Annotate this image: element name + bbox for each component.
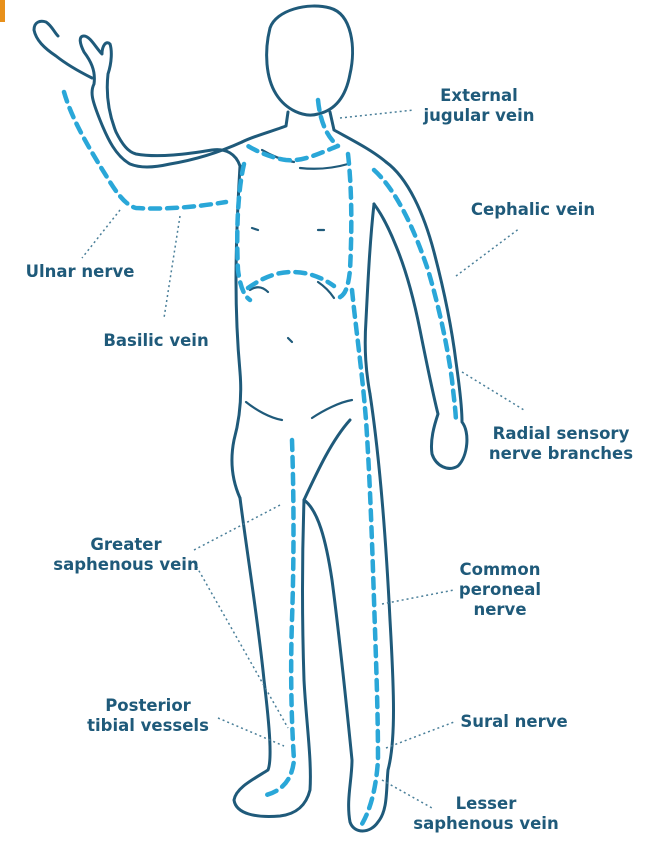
leader-ulnar <box>82 210 120 258</box>
left-leg-route <box>262 440 294 796</box>
groin-left <box>246 402 282 420</box>
label-external-jugular-vein: External jugular vein <box>412 86 546 126</box>
label-sural-nerve: Sural nerve <box>452 712 576 732</box>
leader-basilic <box>164 216 180 318</box>
label-posterior-tibial-vessels: Posterior tibial vessels <box>78 696 218 736</box>
torso-right <box>365 204 374 394</box>
label-greater-saphenous-vein: Greater saphenous vein <box>52 535 200 575</box>
neck-left <box>242 112 288 142</box>
label-cephalic-vein: Cephalic vein <box>458 200 608 220</box>
navel <box>288 338 292 342</box>
leader-posterior-tibial <box>218 718 284 746</box>
nipple-left <box>252 228 258 230</box>
leader-greater-saphenous-a <box>194 504 282 550</box>
leader-radial <box>462 372 524 410</box>
chest-left-route <box>237 164 250 300</box>
head-outline <box>267 6 353 115</box>
left-leg-outline <box>234 498 310 816</box>
clavicle-line-right <box>300 164 348 169</box>
right-arm-outline <box>374 162 467 468</box>
left-arm-outline <box>80 36 242 167</box>
right-torso-leg-route <box>352 290 378 824</box>
leader-cephalic <box>456 228 520 276</box>
chest-right-route <box>338 154 351 298</box>
neck-right <box>330 112 386 162</box>
label-basilic-vein: Basilic vein <box>94 331 218 351</box>
label-ulnar-nerve: Ulnar nerve <box>10 262 150 282</box>
label-common-peroneal-nerve: Common peroneal nerve <box>440 560 560 620</box>
label-radial-sensory-nerve-branches: Radial sensory nerve branches <box>478 424 644 464</box>
rib-left <box>250 287 268 292</box>
leader-external-jugular <box>340 110 414 118</box>
label-lesser-saphenous-vein: Lesser saphenous vein <box>404 794 568 834</box>
right-leg-outline <box>304 394 394 831</box>
body-details <box>246 150 352 420</box>
groin-right <box>312 400 352 418</box>
leader-sural <box>386 722 454 748</box>
